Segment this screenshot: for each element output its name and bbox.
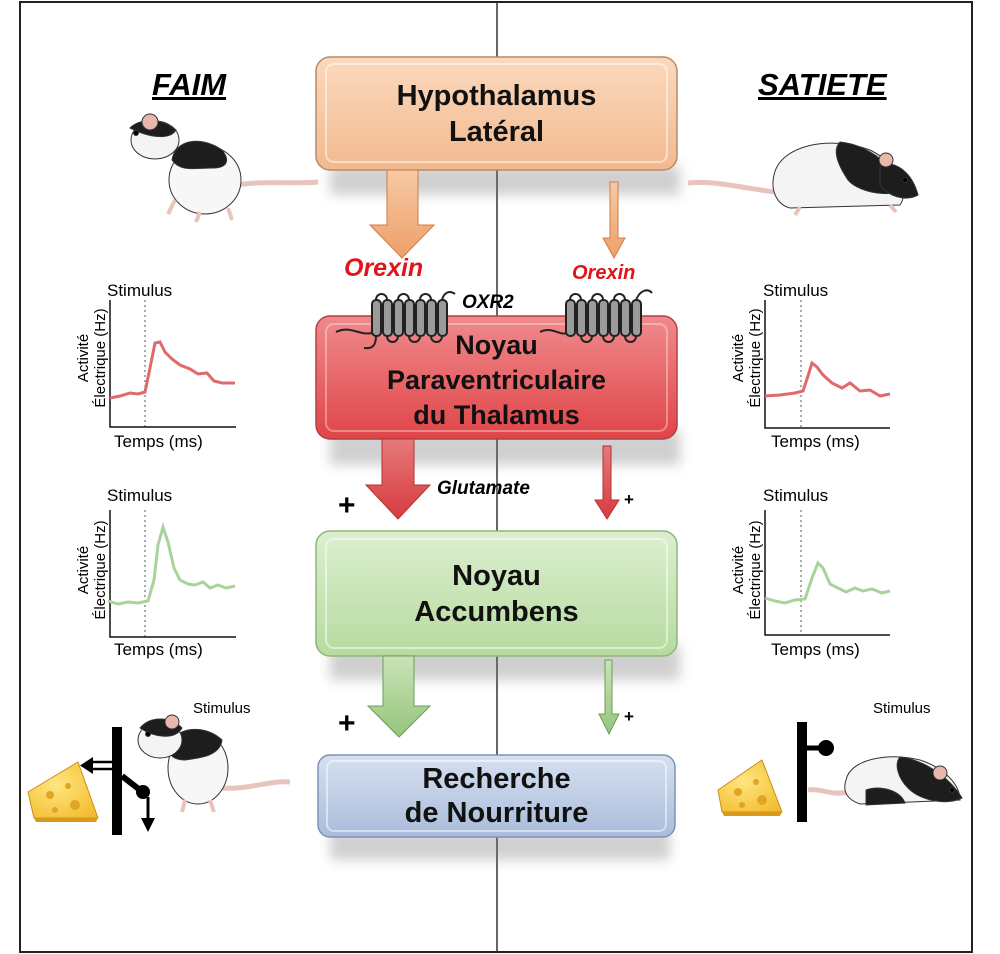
plot-hunger-accumbens [108, 510, 236, 637]
plot2-xlabel: Temps (ms) [771, 432, 860, 452]
plus-satiety-accumbens: + [624, 707, 634, 727]
trace-green-satiety [765, 563, 890, 603]
plot3-stimulus: Stimulus [107, 486, 172, 506]
plot4-stimulus: Stimulus [763, 486, 828, 506]
hypothalamus-box: Hypothalamus Latéral [316, 57, 677, 170]
food-seeking-line2: de Nourriture [405, 796, 589, 830]
plot-hunger-pvt [110, 300, 236, 427]
glutamate-label: Glutamate [437, 478, 530, 500]
accumbens-line1: Noyau [452, 558, 541, 594]
plus-hunger-pvt: + [338, 489, 356, 523]
pvt-line1: Noyau [455, 328, 538, 363]
pvt-line3: du Thalamus [413, 398, 580, 433]
food-seeking-line1: Recherche [422, 762, 570, 796]
orexin-label-satiety: Orexin [572, 262, 635, 285]
trace-red-hunger [110, 342, 235, 398]
rat-satiety-bottom [808, 757, 962, 805]
behavior-stimulus-satiety: Stimulus [873, 700, 931, 717]
header-hunger: FAIM [152, 67, 226, 103]
plus-satiety-pvt: + [624, 490, 634, 510]
food-seeking-box: Recherche de Nourriture [318, 755, 675, 837]
rat-hunger-top [130, 114, 318, 222]
header-satiety: SATIETE [758, 67, 887, 103]
plot-satiety-pvt [765, 300, 890, 428]
hypothalamus-line2: Latéral [449, 114, 544, 150]
hypothalamus-line1: Hypothalamus [397, 78, 597, 114]
rat-hunger-bottom [138, 715, 290, 812]
pvt-box: Noyau Paraventriculaire du Thalamus [316, 322, 677, 439]
trace-green-hunger [108, 527, 235, 604]
lever-satiety [797, 722, 834, 822]
plot1-xlabel: Temps (ms) [114, 432, 203, 452]
trace-red-satiety [765, 363, 890, 396]
cheese-satiety-icon [718, 760, 782, 816]
receptor-label: OXR2 [462, 292, 514, 314]
plot3-xlabel: Temps (ms) [114, 640, 203, 660]
orexin-label-hunger: Orexin [344, 254, 423, 283]
plot2-stimulus: Stimulus [763, 281, 828, 301]
plus-hunger-accumbens: + [338, 707, 356, 741]
cheese-hunger-icon [28, 762, 98, 822]
rat-satiety-top [688, 142, 918, 215]
plot4-xlabel: Temps (ms) [771, 640, 860, 660]
accumbens-line2: Accumbens [414, 594, 578, 630]
plot1-stimulus: Stimulus [107, 281, 172, 301]
accumbens-box: Noyau Accumbens [316, 531, 677, 656]
behavior-stimulus-hunger: Stimulus [193, 700, 251, 717]
plot-satiety-accumbens [765, 510, 890, 635]
pvt-line2: Paraventriculaire [387, 363, 606, 398]
